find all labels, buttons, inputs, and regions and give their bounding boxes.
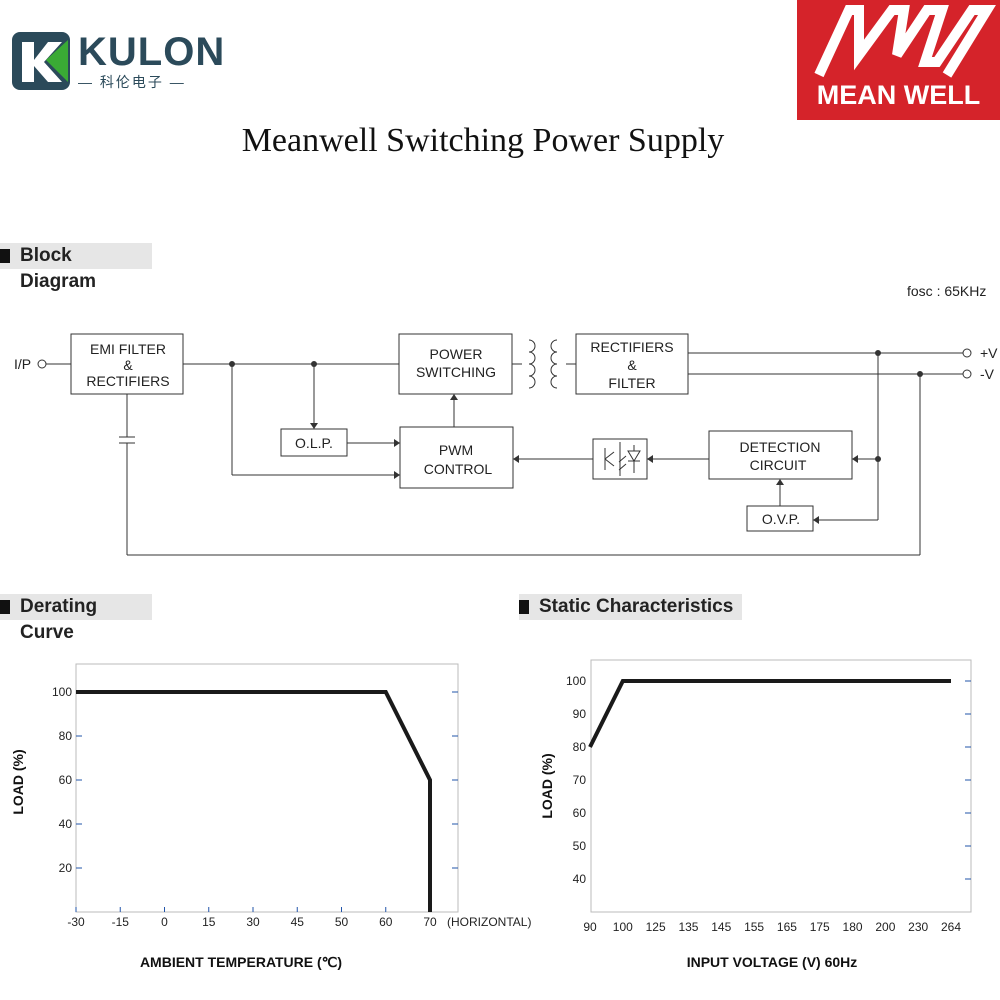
static-x-tick-label: 175 (810, 920, 830, 934)
static-y-tick-label: 100 (566, 674, 586, 688)
derating-y-axis-label: LOAD (%) (10, 749, 26, 814)
olp-label: O.L.P. (295, 435, 333, 451)
derating-y-tick-label: 20 (59, 861, 73, 875)
input-terminal-icon (37, 359, 47, 369)
rectifiers-filter-label-2: & (627, 357, 637, 373)
page-title: Meanwell Switching Power Supply (241, 122, 725, 159)
kulon-logo-subtitle: — 科伦电子 — (78, 74, 186, 90)
static-x-tick-label: 145 (711, 920, 731, 934)
derating-y-tick-label: 60 (59, 773, 73, 787)
static-x-tick-label: 264 (941, 920, 961, 934)
rectifiers-filter-label-1: RECTIFIERS (590, 339, 673, 355)
pwm-control-box (399, 426, 514, 489)
static-x-tick-label: 90 (583, 920, 597, 934)
derating-y-tick-label: 100 (52, 685, 72, 699)
emi-label-1: EMI FILTER (90, 341, 166, 357)
static-x-tick-label: 180 (843, 920, 863, 934)
static-y-axis-label: LOAD (%) (539, 753, 555, 818)
block-diagram: I/P +V -V EMI FILTER & RECTIFIERS POWER … (14, 333, 998, 556)
derating-x-tick-label: 50 (335, 915, 349, 929)
power-switching-label-1: POWER (430, 346, 483, 362)
static-characteristics-heading-text: Static Characteristics (539, 596, 734, 617)
static-x-tick-label: 155 (744, 920, 764, 934)
emi-label-3: RECTIFIERS (86, 373, 169, 389)
static-x-axis-label: INPUT VOLTAGE (V) 60Hz (687, 954, 858, 970)
rectifiers-filter-label-3: FILTER (608, 375, 655, 391)
oscillator-frequency: fosc : 65KHz (907, 283, 987, 299)
positive-terminal-icon (962, 348, 972, 358)
static-x-tick-label: 135 (678, 920, 698, 934)
static-y-tick-label: 40 (573, 872, 587, 886)
static-chart: 90 100 125 135 145 155 165 175 180 200 230 264 100 9… (539, 659, 972, 970)
derating-x-tick-label: -30 (67, 915, 85, 929)
derating-x-tick-label: 0 (161, 915, 168, 929)
heading-square-icon (0, 600, 10, 614)
static-y-tick-label: 90 (573, 707, 587, 721)
kulon-logo-mark-icon (12, 32, 70, 90)
kulon-logo: KULON — 科伦电子 — (12, 30, 224, 92)
derating-x-suffix: (HORIZONTAL) (447, 915, 531, 929)
static-x-tick-label: 230 (908, 920, 928, 934)
derating-y-tick-label: 80 (59, 729, 73, 743)
derating-x-axis-label: AMBIENT TEMPERATURE (℃) (140, 954, 342, 970)
heading-square-icon (519, 600, 529, 614)
ovp-label: O.V.P. (762, 511, 800, 527)
mw-logo-mark-icon (814, 4, 996, 78)
derating-x-tick-label: 30 (246, 915, 260, 929)
derating-curve-heading-text: Derating Curve (20, 596, 98, 643)
kulon-logo-name: KULON (78, 30, 226, 74)
static-characteristics-heading: Static Characteristics (519, 594, 742, 620)
pwm-label-2: CONTROL (424, 461, 493, 477)
derating-y-tick-label: 40 (59, 817, 73, 831)
pwm-label-1: PWM (439, 442, 473, 458)
derating-curve-heading: Derating Curve (0, 594, 152, 643)
heading-square-icon (0, 249, 10, 263)
detection-label-1: DETECTION (740, 439, 821, 455)
derating-chart: -30 -15 0 15 30 45 50 60 70 100 80 60 40 20 (HORIZON… (10, 663, 531, 970)
derating-x-tick-label: 15 (202, 915, 216, 929)
emi-label-2: & (123, 357, 133, 373)
block-diagram-heading-text: Block Diagram (20, 245, 97, 292)
derating-x-tick-label: 45 (291, 915, 305, 929)
static-y-tick-label: 60 (573, 806, 587, 820)
static-y-tick-label: 70 (573, 773, 587, 787)
negative-terminal-icon (962, 369, 972, 379)
detection-label-2: CIRCUIT (750, 457, 807, 473)
static-y-tick-label: 50 (573, 839, 587, 853)
static-x-tick-label: 165 (777, 920, 797, 934)
derating-x-tick-label: 70 (423, 915, 437, 929)
positive-output-label: +V (980, 345, 998, 361)
input-label: I/P (14, 356, 31, 372)
static-x-tick-label: 200 (875, 920, 895, 934)
derating-x-tick-label: 60 (379, 915, 393, 929)
static-x-tick-label: 100 (613, 920, 633, 934)
meanwell-logo: MEAN WELL (797, 0, 1000, 120)
static-y-tick-label: 80 (573, 740, 587, 754)
negative-output-label: -V (980, 366, 995, 382)
block-diagram-heading: Block Diagram (0, 243, 152, 292)
power-switching-label-2: SWITCHING (416, 364, 496, 380)
derating-x-tick-label: -15 (112, 915, 130, 929)
meanwell-logo-name: MEAN WELL (816, 80, 981, 110)
static-x-tick-label: 125 (646, 920, 666, 934)
static-series-line (588, 679, 951, 748)
derating-series-line (76, 690, 432, 912)
